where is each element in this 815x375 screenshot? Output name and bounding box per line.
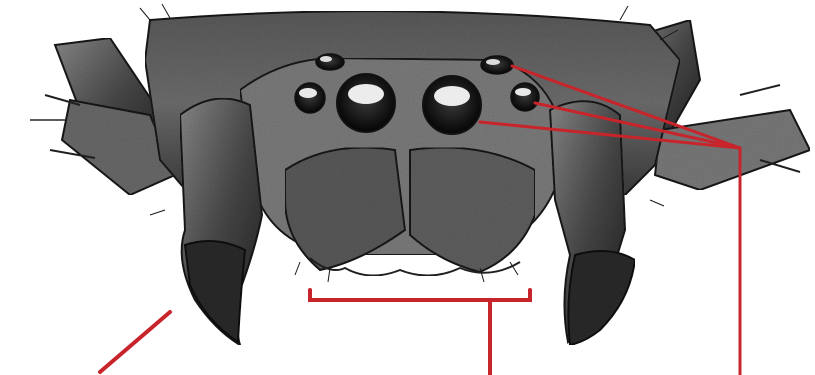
right-fang: [568, 251, 635, 345]
eye-anterior-median-left: [337, 74, 395, 132]
eye-anterior-median-right: [423, 76, 481, 134]
eye-anterior-lateral-left: [295, 83, 325, 113]
left-fang: [185, 241, 245, 342]
eye-posterior-right: [481, 56, 513, 74]
callout-mouthparts-bracket: [310, 290, 530, 300]
chelicerae: [285, 148, 535, 276]
right-leg-lower: [655, 110, 810, 190]
callout-chelicerae-pointer: [100, 312, 170, 372]
eye-anterior-lateral-right: [511, 83, 539, 111]
eye-posterior-left: [316, 54, 344, 70]
